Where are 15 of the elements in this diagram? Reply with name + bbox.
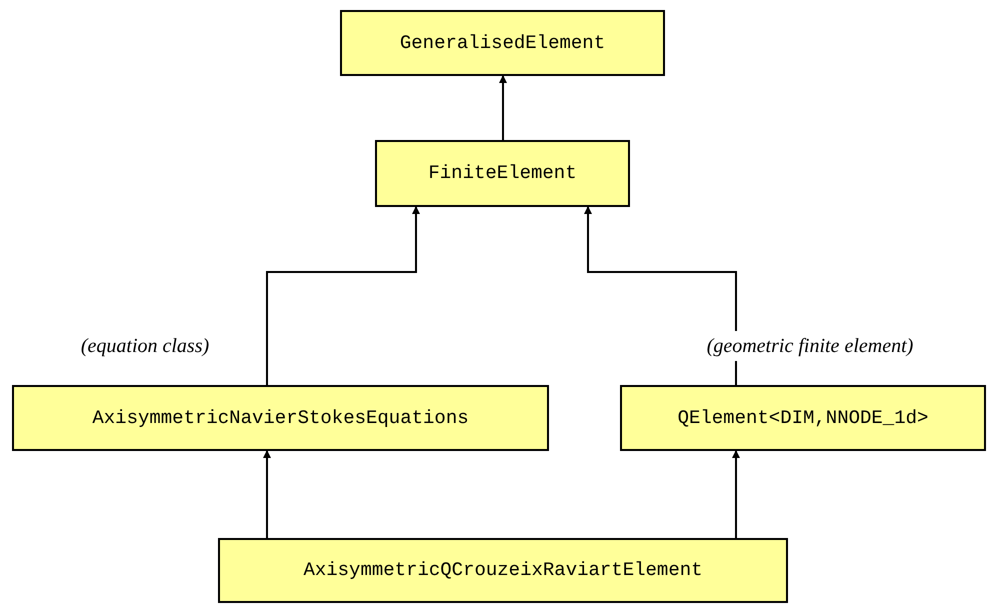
class-name: GeneralisedElement xyxy=(400,30,606,56)
class-box xyxy=(12,385,549,451)
inheritance-arrow xyxy=(732,450,740,538)
class-name: FiniteElement xyxy=(428,161,577,186)
inheritance-arrow xyxy=(266,206,420,385)
class-box xyxy=(375,140,630,207)
inheritance-arrow xyxy=(584,206,737,385)
inheritance-arrow xyxy=(263,450,271,538)
class-box xyxy=(340,10,665,76)
class-box xyxy=(620,385,986,451)
inheritance-arrow xyxy=(499,75,507,140)
class-name: AxisymmetricNavierStokesEquations xyxy=(92,406,469,431)
class-name: QElement<DIM,NNODE_1d> xyxy=(678,406,928,431)
class-box xyxy=(218,538,788,603)
class-name: AxisymmetricQCrouzeixRaviartElement xyxy=(303,558,703,584)
